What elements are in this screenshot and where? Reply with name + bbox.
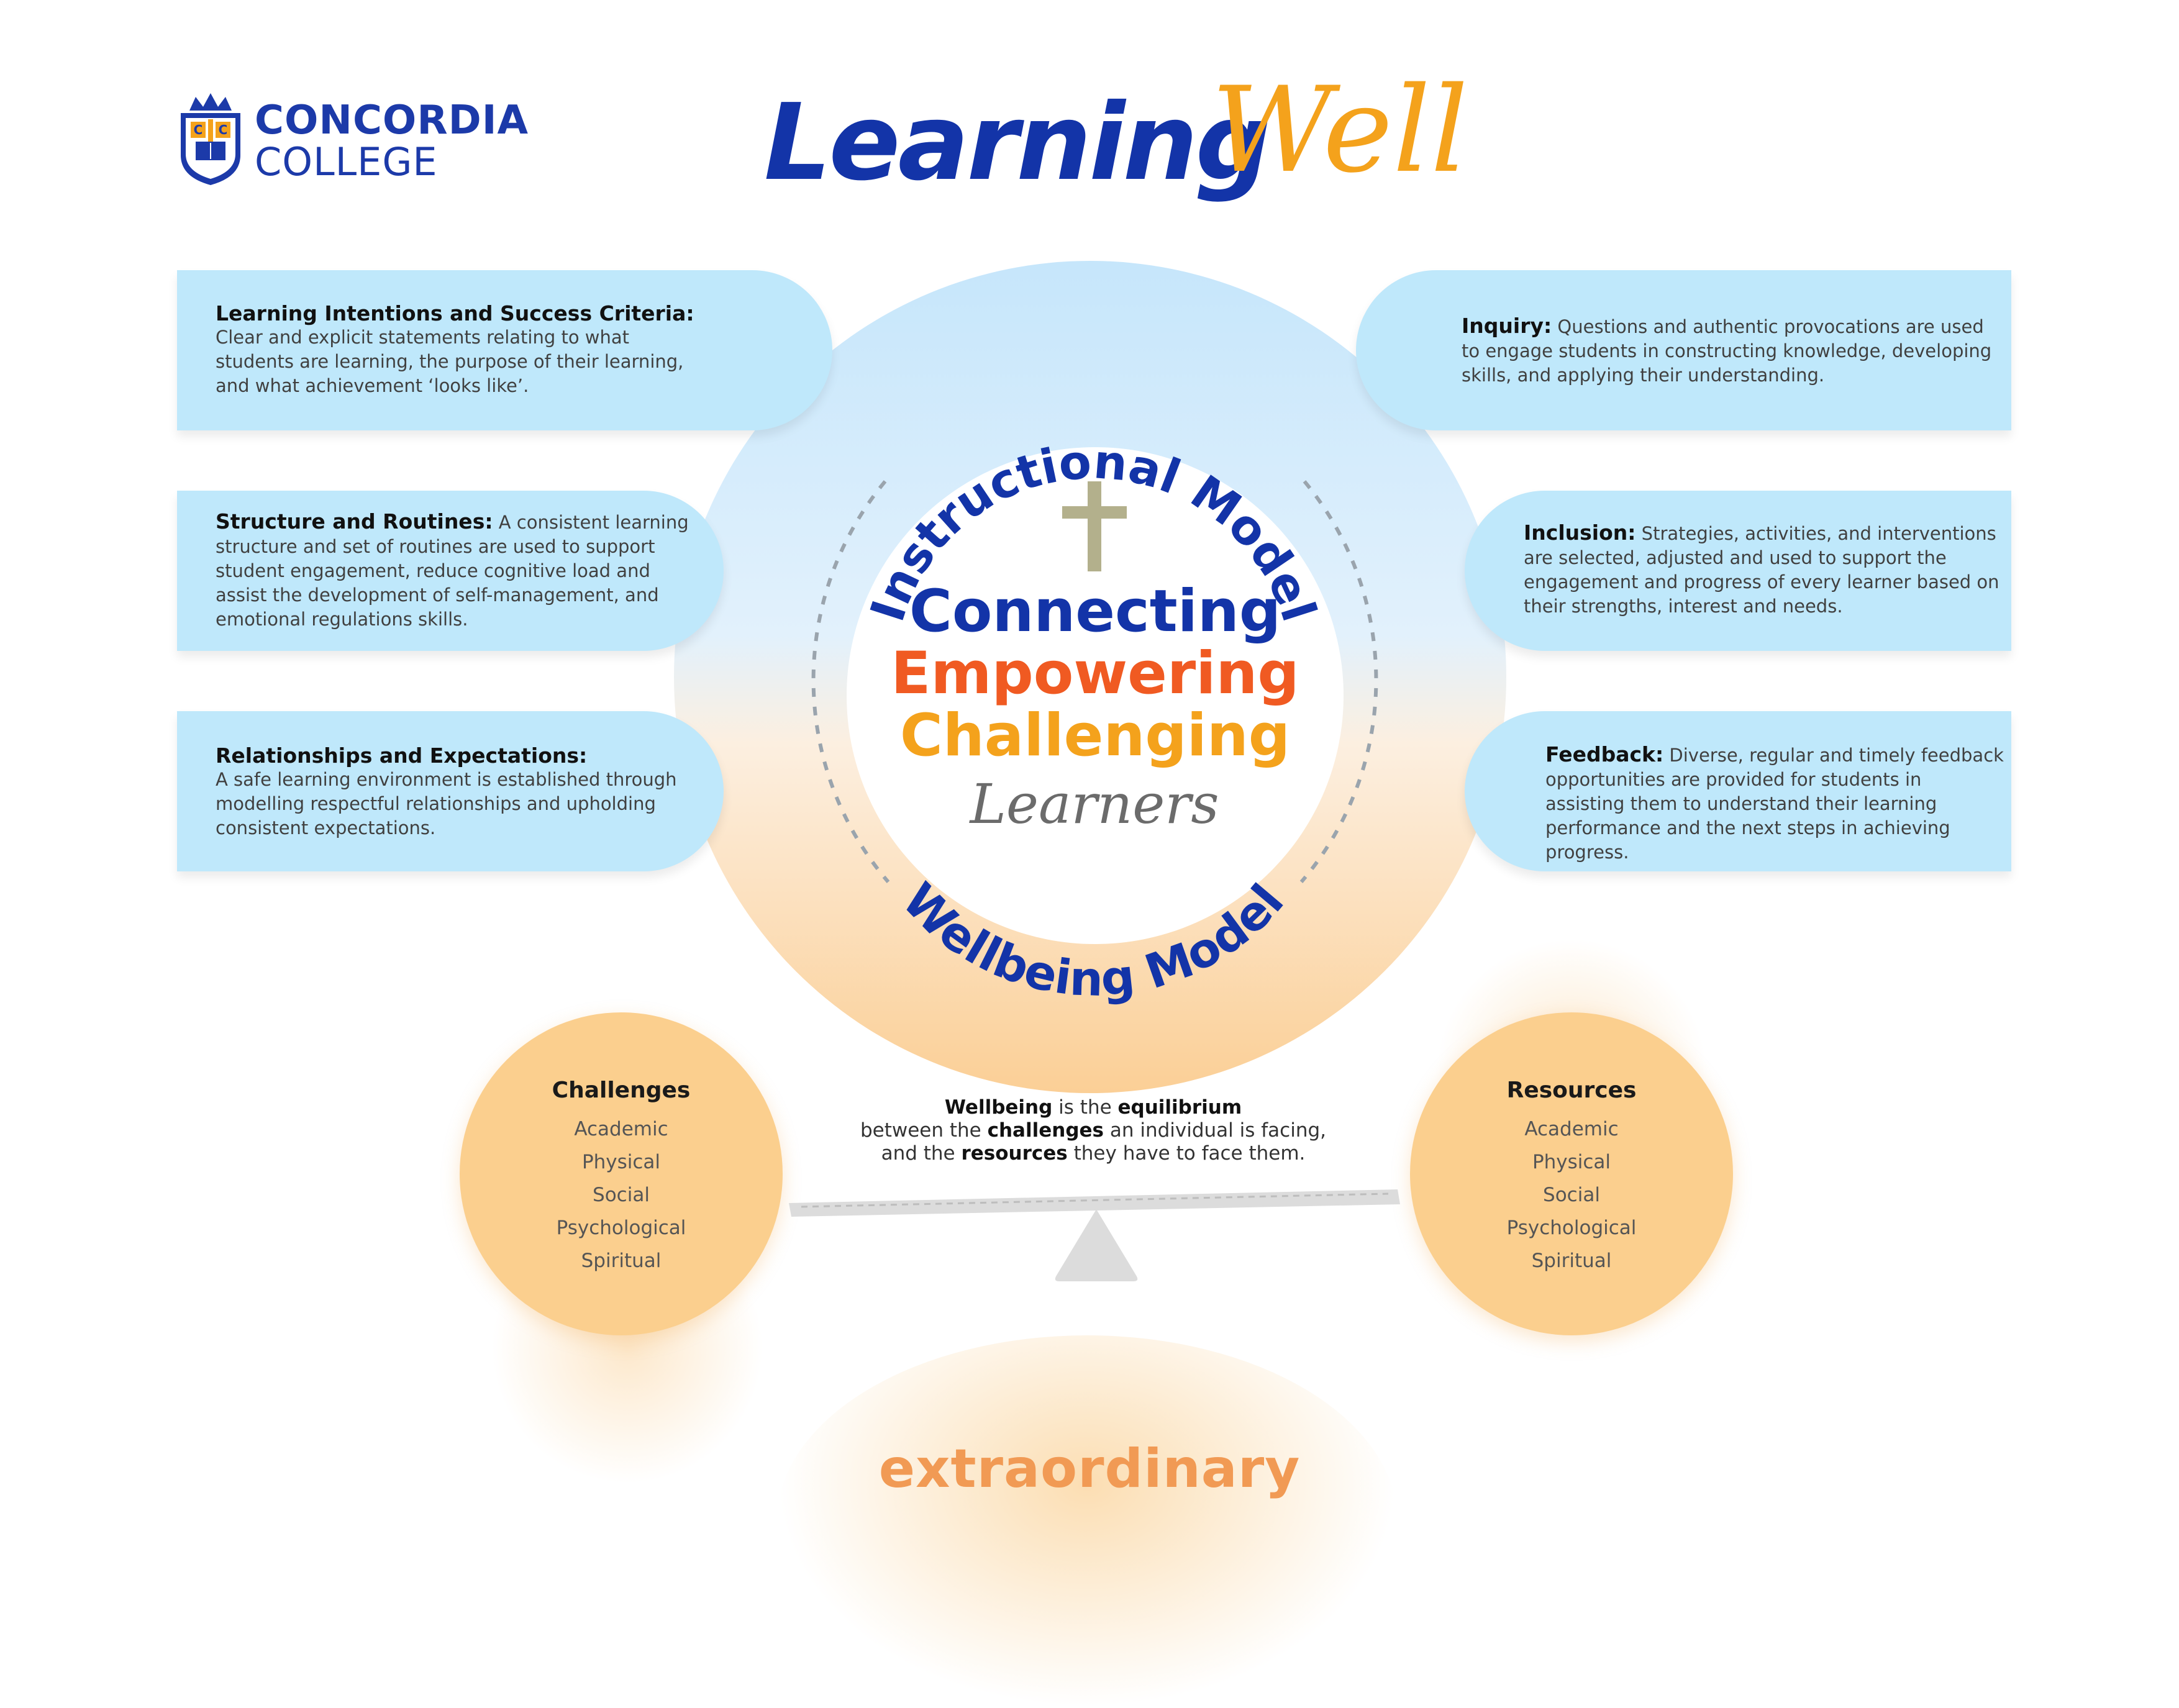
shield-crest-icon: C C xyxy=(181,93,240,185)
center-word-challenging: Challenging xyxy=(899,702,1291,770)
wb-text-part: an individual is facing, xyxy=(1104,1119,1327,1142)
resources-item: Physical xyxy=(1532,1151,1611,1173)
resources-item: Psychological xyxy=(1506,1217,1637,1239)
card-heading: Relationships and Expectations: xyxy=(216,743,588,768)
challenges-item: Physical xyxy=(581,1151,661,1173)
resources-item: Academic xyxy=(1524,1118,1619,1140)
wb-term-resources: resources xyxy=(961,1142,1068,1165)
card-inclusion: Inclusion: Strategies, activities, and i… xyxy=(1465,491,2011,651)
challenges-item: Spiritual xyxy=(581,1250,662,1272)
svg-text:C: C xyxy=(219,122,228,137)
wellbeing-definition: Wellbeing is the equilibrium between the… xyxy=(857,1096,1329,1165)
balance-beam xyxy=(789,1189,1400,1217)
card-text: A safe learning environment is establish… xyxy=(216,769,677,838)
card-heading: Inquiry: xyxy=(1462,314,1552,338)
balance-fulcrum xyxy=(1055,1209,1138,1281)
challenges-heading: Challenges xyxy=(552,1078,691,1103)
challenges-circle: Challenges Academic Physical Social Psyc… xyxy=(460,1012,783,1335)
challenges-item: Social xyxy=(593,1184,650,1206)
wb-term-wellbeing: Wellbeing xyxy=(944,1096,1053,1119)
logo-name-line1: CONCORDIA xyxy=(255,98,529,143)
center-word-learners: Learners xyxy=(968,772,1219,836)
footer-glow xyxy=(776,1335,1398,1708)
card-text: A consistent learning structure and set … xyxy=(216,512,689,630)
ring-labels: Instructional Model Wellbeing Model Lear… xyxy=(811,434,1378,1007)
card-relationships-expectations: Relationships and Expectations: A safe l… xyxy=(177,711,724,871)
card-structure-routines: Structure and Routines: A consistent lea… xyxy=(177,491,724,651)
wb-text-part: they have to face them. xyxy=(1067,1142,1306,1165)
card-text: Clear and explicit statements relating t… xyxy=(216,327,684,396)
wb-text-part: is the xyxy=(1052,1096,1118,1119)
title-well: Well xyxy=(1211,61,1468,199)
page-title: Learning Well xyxy=(764,62,1468,224)
wb-term-challenges: challenges xyxy=(987,1119,1104,1142)
resources-item: Social xyxy=(1543,1184,1600,1206)
svg-text:C: C xyxy=(194,122,203,137)
card-text: Questions and authentic provocations are… xyxy=(1462,316,1992,386)
card-inquiry: Inquiry: Questions and authentic provoca… xyxy=(1356,270,2011,430)
center-word-empowering: Empowering xyxy=(891,640,1299,707)
logo-name-line2: COLLEGE xyxy=(255,139,438,184)
card-heading: Structure and Routines: xyxy=(216,509,493,534)
challenges-item: Psychological xyxy=(556,1217,686,1239)
challenges-item: Academic xyxy=(574,1118,668,1140)
resources-circle: Resources Academic Physical Social Psych… xyxy=(1410,1012,1733,1335)
card-feedback: Feedback: Diverse, regular and timely fe… xyxy=(1465,711,2011,871)
wb-text-part: between the xyxy=(860,1119,988,1142)
resources-heading: Resources xyxy=(1506,1078,1637,1103)
wb-term-equilibrium: equilibrium xyxy=(1117,1096,1242,1119)
card-heading: Feedback: xyxy=(1545,742,1664,766)
title-learning: Learning xyxy=(764,81,1271,204)
card-learning-intentions: Learning Intentions and Success Criteria… xyxy=(177,270,832,430)
wellbeing-model-label: Wellbeing Model xyxy=(892,872,1294,1007)
card-heading: Learning Intentions and Success Criteria… xyxy=(216,301,694,325)
resources-item: Spiritual xyxy=(1531,1250,1612,1272)
cross-icon xyxy=(1062,481,1127,571)
college-logo: C C CONCORDIA COLLEGE xyxy=(177,93,528,186)
card-text: Diverse, regular and timely feedback opp… xyxy=(1545,745,2004,863)
balance-scale xyxy=(789,1189,1400,1281)
card-text: Strategies, activities, and intervention… xyxy=(1524,523,1999,617)
center-word-connecting: Connecting xyxy=(909,578,1281,645)
footer-extraordinary: extraordinary xyxy=(878,1438,1301,1500)
wb-text-part: and the xyxy=(881,1142,962,1165)
card-heading: Inclusion: xyxy=(1524,520,1636,545)
